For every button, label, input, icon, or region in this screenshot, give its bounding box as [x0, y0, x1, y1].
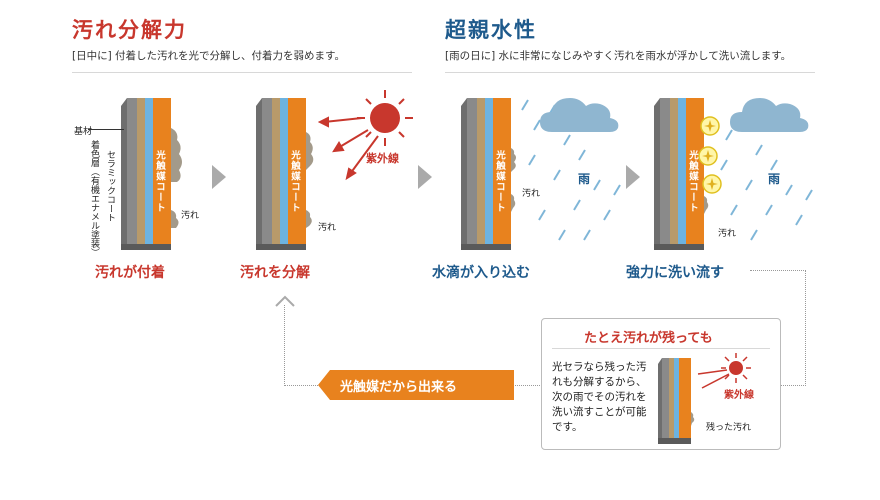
panel-3-cloud-icon	[540, 98, 619, 132]
step-arrow-1	[212, 165, 226, 189]
step-arrow-2	[418, 165, 432, 189]
panel-4-cloud-icon	[730, 98, 809, 132]
panel-3-dirt-label: 汚れ	[522, 189, 541, 199]
info-box-text: 光セラなら残った汚れも分解するから、次の雨でその汚れを洗い流すことが可能です。	[552, 361, 647, 433]
panel-4-sparkle-icons	[698, 116, 722, 194]
panel-2-dirt-label: 汚れ	[318, 223, 337, 233]
panel-4-layers	[654, 98, 709, 250]
subtitle-dirt-decomposition: [日中に] 付着した汚れを光で分解し、付着力を弱めます。	[72, 50, 345, 62]
info-box-sun-icon	[697, 353, 751, 389]
panel-3-layers	[461, 98, 516, 250]
loop-arrowhead-icon	[275, 295, 295, 307]
heading-dirt-decomposition: 汚れ分解力	[72, 18, 187, 42]
info-box-layers	[658, 358, 695, 444]
label-color-layer: 着色層（有機エナメル塗装）	[89, 140, 99, 257]
leader-base	[88, 129, 124, 130]
panel-3-rain	[521, 99, 621, 241]
label-base: 基材	[74, 127, 93, 137]
info-box-divider	[552, 348, 770, 349]
step-3-caption: 水滴が入り込む	[432, 265, 530, 281]
step-2-caption: 汚れを分解	[240, 265, 310, 281]
subtitle-superhydrophilic: [雨の日に] 水に非常になじみやすく汚れを雨水が浮かして洗い流します。	[445, 50, 792, 62]
divider-right	[445, 72, 815, 73]
panel-4-photocatalyst-label: 光触媒コート	[687, 150, 698, 213]
step-arrow-3	[626, 165, 640, 189]
panel-4-dirt-label: 汚れ	[718, 229, 737, 239]
banner-text: 光触媒だから出来る	[340, 380, 458, 395]
panel-2-photocatalyst-label: 光触媒コート	[289, 150, 300, 213]
panel-3-photocatalyst-label: 光触媒コート	[494, 150, 505, 213]
banner-shape	[318, 370, 514, 400]
step-4-caption: 強力に洗い流す	[626, 265, 724, 281]
panel-3-rain-label: 雨	[578, 172, 591, 186]
panel-1-photocatalyst-label: 光触媒コート	[154, 150, 165, 213]
info-box-title: たとえ汚れが残っても	[584, 331, 713, 346]
panel-2-layers	[256, 98, 314, 250]
heading-superhydrophilic: 超親水性	[445, 18, 537, 42]
panel-2-uv-label: 紫外線	[366, 152, 399, 165]
divider-left	[72, 72, 412, 73]
panel-4-rain-label: 雨	[768, 172, 781, 186]
label-ceramic: セラミックコート	[105, 150, 115, 222]
loop-line-top	[750, 270, 806, 271]
panel-1-layers	[121, 98, 182, 250]
info-box-uv-label: 紫外線	[724, 390, 754, 401]
sun-icon	[318, 90, 413, 181]
loop-line-left	[284, 305, 285, 386]
panel-1-dirt-label: 汚れ	[181, 211, 200, 221]
loop-line-bottom-mid	[512, 385, 542, 386]
loop-line-right	[805, 270, 806, 386]
info-box-remaining-dirt-label: 残った汚れ	[706, 423, 752, 433]
loop-line-bottom-left	[284, 385, 324, 386]
loop-line-bottom-right	[780, 385, 806, 386]
step-1-caption: 汚れが付着	[95, 265, 165, 281]
